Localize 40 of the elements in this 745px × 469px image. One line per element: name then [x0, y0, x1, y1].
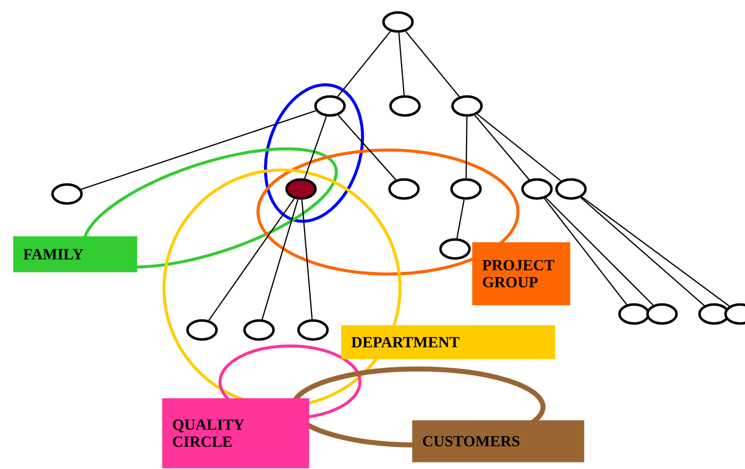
line — [476, 114, 562, 182]
filled-circle — [285, 178, 317, 200]
circle — [450, 178, 482, 200]
circle — [388, 178, 420, 200]
label-box: QUALITY CIRCLE — [162, 398, 310, 468]
line — [208, 198, 295, 321]
circle — [646, 303, 678, 325]
line — [304, 116, 327, 179]
line — [80, 110, 316, 190]
line — [544, 198, 628, 305]
circle — [555, 178, 587, 200]
line — [338, 114, 396, 180]
line — [337, 31, 391, 97]
circle — [297, 319, 329, 341]
line — [580, 197, 705, 306]
label-box: PROJECT GROUP — [472, 242, 570, 306]
line — [456, 200, 465, 238]
line — [398, 32, 405, 96]
line — [474, 114, 530, 180]
line — [545, 197, 654, 306]
circle — [724, 303, 745, 325]
circle — [698, 303, 730, 325]
circle — [439, 238, 471, 260]
circle — [314, 95, 346, 117]
label-box: CUSTOMERS — [412, 420, 584, 462]
line — [301, 200, 313, 320]
line — [405, 31, 460, 97]
line — [466, 116, 468, 178]
label-box: FAMILY — [13, 236, 138, 272]
circle — [186, 319, 218, 341]
circle — [451, 95, 483, 117]
circle — [382, 11, 414, 33]
circle — [521, 178, 553, 200]
circle — [243, 319, 275, 341]
circle — [51, 183, 83, 205]
line — [581, 196, 730, 307]
label-box: DEPARTMENT — [341, 325, 556, 360]
circle — [389, 95, 421, 117]
line — [262, 199, 298, 320]
circle — [618, 303, 650, 325]
